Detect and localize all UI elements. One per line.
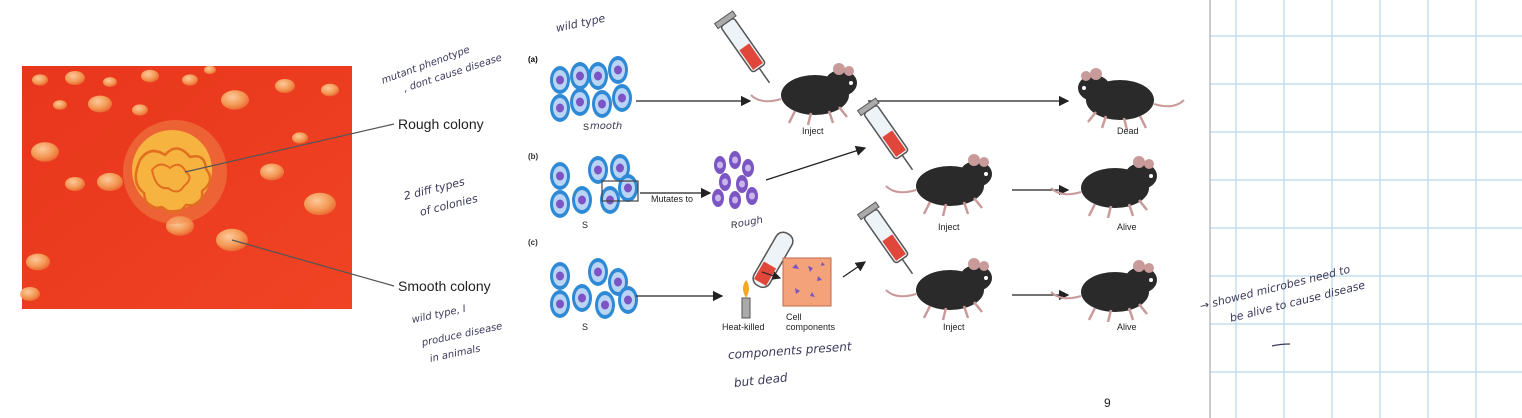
row-b-inject-label: Inject bbox=[938, 222, 960, 232]
row-a-outcome-label: Dead bbox=[1117, 126, 1139, 136]
smooth-colony-spot bbox=[260, 163, 284, 181]
row-b-strain-label: S bbox=[582, 220, 589, 230]
row-a-mouse bbox=[749, 61, 859, 127]
row-c-inject-label: Inject bbox=[943, 322, 965, 332]
smooth-colony-spot bbox=[88, 95, 112, 113]
row-c-components-label: components bbox=[786, 322, 836, 332]
row-c-smooth-cells bbox=[550, 258, 638, 319]
row-a-smooth-cells bbox=[550, 56, 632, 122]
dead-mouse bbox=[1076, 66, 1186, 132]
smooth-colony-spot bbox=[103, 77, 117, 87]
hw-smooth-word: mooth bbox=[590, 121, 623, 132]
row-c-mouse bbox=[884, 256, 994, 322]
rough-colony-label: Rough colony bbox=[398, 116, 484, 132]
smooth-colony-spot bbox=[65, 71, 85, 85]
row-a-strain-label: S bbox=[583, 122, 590, 132]
page-number: 9 bbox=[1104, 396, 1111, 410]
row-a-inject-label: Inject bbox=[802, 126, 824, 136]
row-c-heat-killed-label: Heat-killed bbox=[722, 322, 765, 332]
smooth-colony-spot bbox=[275, 79, 295, 93]
row-b-mouse bbox=[884, 152, 994, 218]
row-a-tag: (a) bbox=[528, 55, 538, 64]
row-c-tag: (c) bbox=[528, 238, 538, 247]
smooth-colony-spot bbox=[221, 90, 249, 110]
smooth-colony-spot bbox=[65, 177, 85, 191]
rough-colony bbox=[123, 120, 227, 224]
smooth-colony-spot bbox=[31, 142, 59, 162]
row-b-rough-label: R bbox=[731, 220, 738, 230]
row-c-outcome-label: Alive bbox=[1117, 322, 1137, 332]
row-b-tag: (b) bbox=[528, 152, 539, 161]
smooth-colony-spot bbox=[182, 74, 198, 86]
smooth-colony-spot bbox=[97, 172, 123, 192]
smooth-colony-spot bbox=[141, 69, 159, 83]
row-b-mutates-label: Mutates to bbox=[651, 194, 694, 204]
smooth-colony-spot bbox=[32, 74, 48, 86]
smooth-colony-label: Smooth colony bbox=[398, 278, 491, 294]
heat-killed-tube bbox=[741, 231, 794, 319]
smooth-colony-spot bbox=[292, 132, 308, 144]
row-c-cell-label: Cell bbox=[786, 312, 802, 322]
smooth-colony-spot bbox=[20, 287, 40, 301]
row-b-alive-mouse bbox=[1049, 154, 1159, 220]
row-b-smooth-cells bbox=[550, 154, 638, 218]
smooth-colony-spot bbox=[26, 253, 50, 271]
smooth-colony-spot bbox=[304, 192, 336, 216]
row-b-rough-cells bbox=[712, 151, 758, 209]
smooth-colony-spot bbox=[53, 100, 67, 110]
smooth-colony-spot bbox=[321, 83, 339, 97]
row-b-outcome-label: Alive bbox=[1117, 222, 1137, 232]
row-c-strain-label: S bbox=[582, 322, 589, 332]
smooth-colony-spot bbox=[132, 104, 148, 116]
row-c-alive-mouse bbox=[1049, 258, 1159, 324]
cell-components-box bbox=[782, 257, 832, 307]
smooth-colony-spot bbox=[204, 65, 216, 75]
